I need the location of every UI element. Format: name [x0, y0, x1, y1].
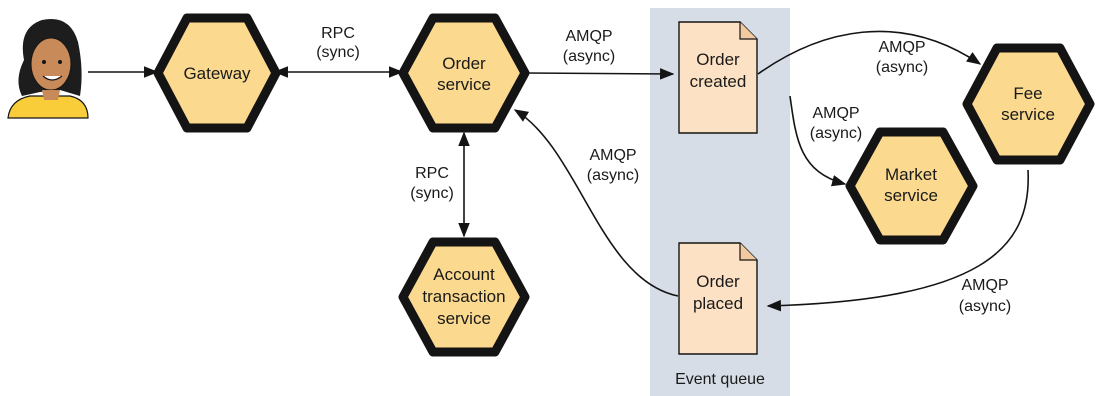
account-label-line2: transaction [422, 287, 505, 306]
event-queue-label: Event queue [675, 371, 765, 388]
created-to-fee-arrow [757, 30, 982, 75]
fee-label-line1: Fee [1013, 84, 1042, 103]
market-label-line2: service [884, 186, 938, 205]
svg-text:AMQP: AMQP [812, 105, 859, 122]
order-service-label-line1: Order [442, 54, 486, 73]
fee-to-placed-arrow [766, 169, 1029, 312]
market-service-node: Market service [845, 127, 978, 245]
fee-service-node: Fee service [962, 43, 1095, 165]
amqp-queue-to-order-label: AMQP (async) [587, 147, 639, 184]
svg-text:RPC: RPC [321, 25, 355, 42]
gateway-node: Gateway [153, 13, 281, 133]
svg-text:AMQP: AMQP [961, 277, 1008, 294]
svg-text:AMQP: AMQP [565, 28, 612, 45]
svg-text:RPC: RPC [415, 165, 449, 182]
svg-text:(async): (async) [563, 48, 615, 65]
fee-label-line2: service [1001, 105, 1055, 124]
order-placed-line1: Order [696, 272, 740, 291]
account-label-line1: Account [433, 265, 495, 284]
svg-text:(sync): (sync) [410, 185, 454, 202]
user-avatar [7, 18, 89, 119]
created-to-market-arrow [789, 95, 847, 187]
order-to-created-arrow [525, 68, 675, 80]
market-label-line1: Market [885, 165, 937, 184]
order-created-line1: Order [696, 50, 740, 69]
gateway-label: Gateway [183, 64, 251, 83]
order-created-line2: created [690, 72, 747, 91]
order-service-node: Order service [398, 13, 530, 133]
amqp-to-fee-label: AMQP (async) [876, 39, 928, 76]
rpc-vertical-label: RPC (sync) [410, 165, 454, 202]
order-placed-line2: placed [693, 294, 743, 313]
account-transaction-service-node: Account transaction service [398, 237, 530, 357]
svg-text:(async): (async) [959, 298, 1011, 315]
svg-text:AMQP: AMQP [589, 147, 636, 164]
svg-text:(async): (async) [876, 59, 928, 76]
order-placed-event: Order placed [678, 242, 758, 355]
svg-text:(sync): (sync) [316, 44, 360, 61]
svg-text:(async): (async) [587, 167, 639, 184]
placed-to-order-arrow [513, 109, 679, 297]
account-label-line3: service [437, 309, 491, 328]
amqp-order-to-queue-label: AMQP (async) [563, 28, 615, 65]
amqp-fee-to-placed-label: AMQP (async) [959, 277, 1011, 315]
svg-text:(async): (async) [810, 125, 862, 142]
svg-text:AMQP: AMQP [878, 39, 925, 56]
rpc-top-label: RPC (sync) [316, 25, 360, 61]
amqp-to-market-label: AMQP (async) [810, 105, 862, 142]
order-created-event: Order created [678, 21, 758, 134]
order-service-label-line2: service [437, 75, 491, 94]
